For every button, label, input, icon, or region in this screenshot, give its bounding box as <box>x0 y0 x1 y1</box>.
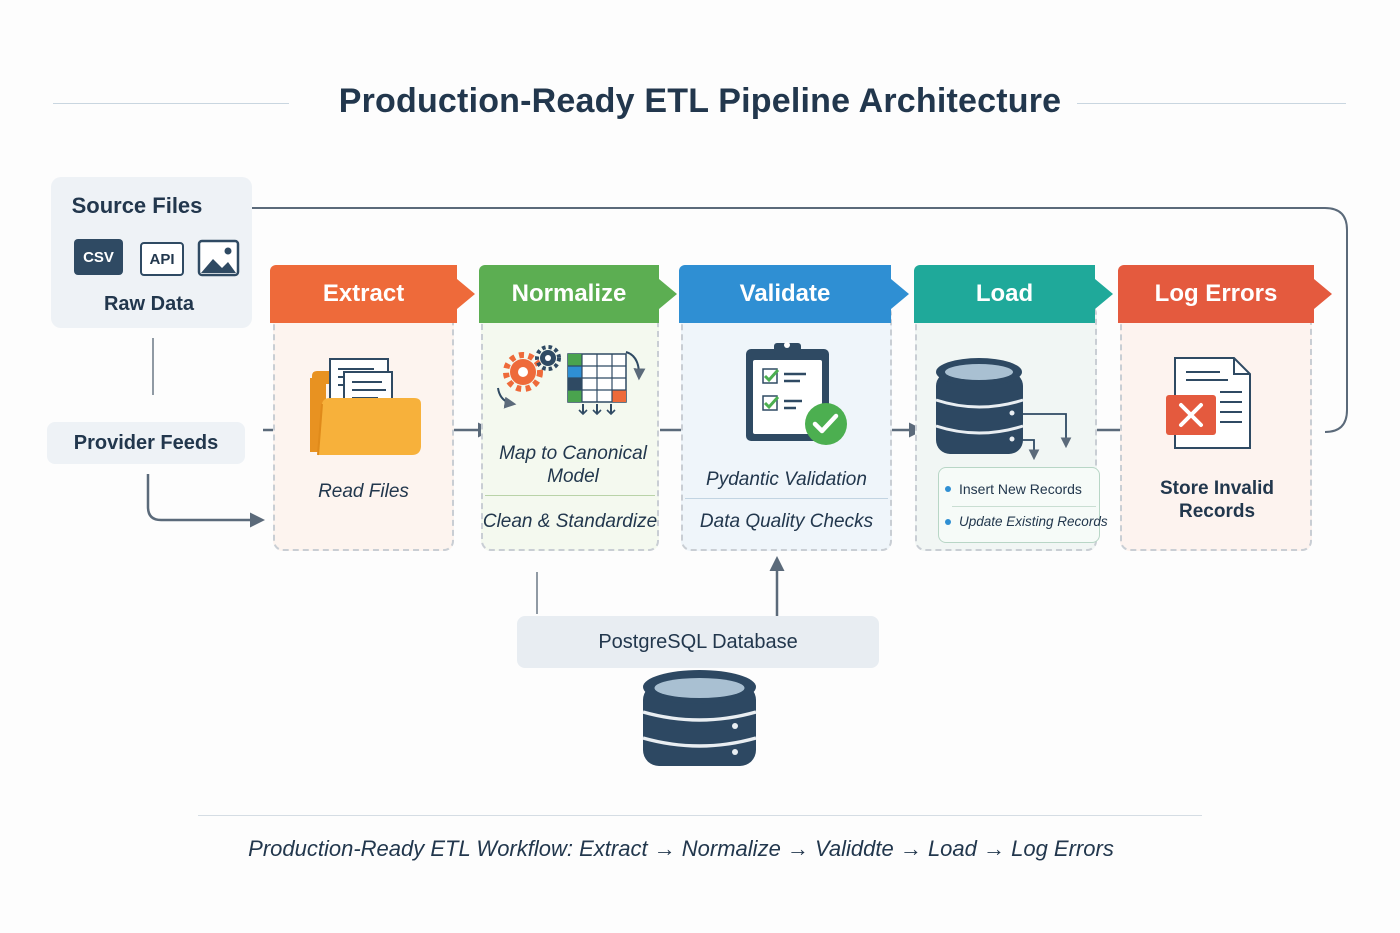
validate-stage-divider <box>685 498 888 499</box>
extract-stage-text-1: Read Files <box>318 481 409 502</box>
load-stage-header: Load <box>914 265 1113 323</box>
normalize-stage-text-1: Map to Canonical Model <box>499 443 647 487</box>
csv-chip: CSV <box>74 239 123 275</box>
provider-feeds-box: Provider Feeds <box>47 422 245 464</box>
validate-stage-text-1: Pydantic Validation <box>706 469 867 490</box>
workflow-caption: Production-Ready ETL Workflow: Extract →… <box>248 836 1114 861</box>
extract-stage-body <box>273 304 454 551</box>
postgresql-database-box: PostgreSQL Database <box>517 616 879 668</box>
insert-new-records-label: Insert New Records <box>959 481 1082 497</box>
normalize-stage-text-2: Clean & Standardize <box>482 511 658 532</box>
bullet-dot <box>945 486 951 492</box>
api-chip: API <box>140 242 184 276</box>
validate-stage-header: Validate <box>679 265 909 323</box>
normalize-stage-body <box>481 304 659 551</box>
raw-data-label: Raw Data <box>103 293 195 315</box>
normalize-stage-divider <box>485 495 655 496</box>
records-divider <box>952 506 1096 507</box>
normalize-stage-header: Normalize <box>479 265 677 323</box>
validate-stage-text-2: Data Quality Checks <box>699 511 874 532</box>
title-rule-left <box>53 103 289 104</box>
diagram-title: Production-Ready ETL Pipeline Architectu… <box>338 82 1062 120</box>
extract-stage-header: Extract <box>270 265 475 323</box>
bullet-dot <box>945 518 951 525</box>
log-errors-stage-text-1: Store Invalid Records <box>1159 478 1275 522</box>
provider-feed-arrow <box>146 474 265 528</box>
title-rule-right <box>1077 103 1346 104</box>
update-existing-records-label: Update Existing Records <box>959 514 1108 529</box>
load-records-box <box>938 467 1100 543</box>
update-existing-records-item: Update Existing Records <box>945 514 1108 529</box>
source-files-title: Source Files <box>71 193 203 218</box>
log-errors-stage-header: Log Errors <box>1118 265 1332 323</box>
feedback-connector <box>208 207 1348 433</box>
insert-new-records-item: Insert New Records <box>945 481 1082 497</box>
footer-rule <box>198 815 1202 816</box>
